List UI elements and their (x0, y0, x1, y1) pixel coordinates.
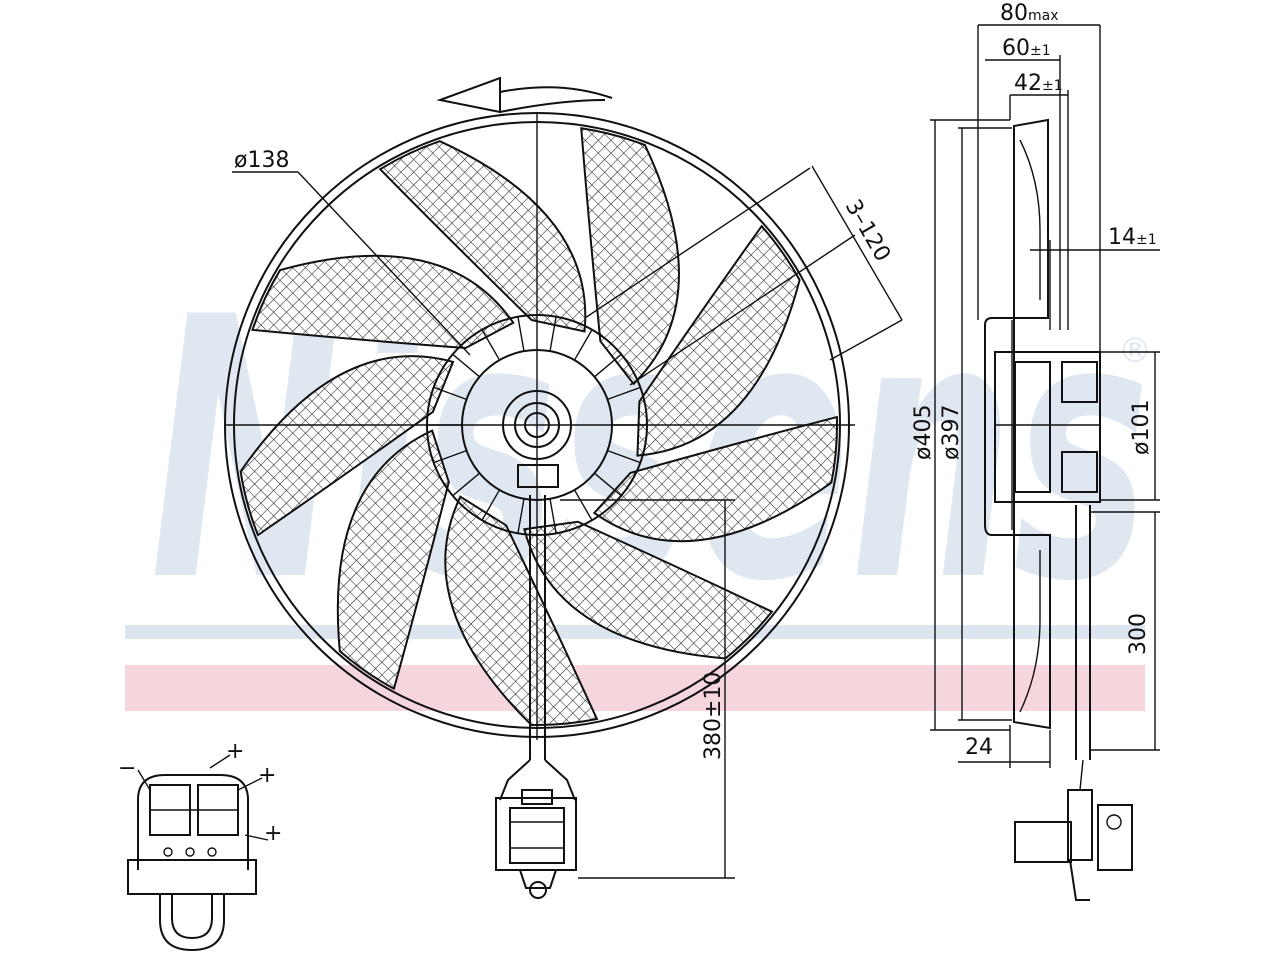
fan-side-view: ø405 ø397 80 max 60 ±1 42 ±1 14 ±1 ø101 … (911, 1, 1160, 901)
watermark-red-stripe (125, 665, 1145, 711)
hub-rib (517, 316, 525, 352)
shroud-profile (984, 118, 1051, 730)
hub-connector-tab (517, 464, 559, 488)
hub-rib (607, 449, 641, 464)
side-cable-length-label: 300 (1126, 613, 1151, 655)
hub-rib (549, 498, 557, 534)
hub-center-mid (514, 402, 560, 448)
hub-rib (481, 329, 501, 361)
blade-diameter-label: ø397 (939, 405, 964, 460)
rotation-arrow-icon (436, 76, 613, 114)
depth-60-value: 60 (1002, 36, 1030, 61)
fan-front-view: ø138 3–120 380±10 (224, 76, 903, 899)
hub-diameter-label: ø138 (234, 148, 289, 173)
depth-42-tol: ±1 (1042, 78, 1063, 94)
hub-diameter-leader-diagonal (297, 171, 471, 356)
hub-rib (607, 386, 641, 401)
watermark-registered-mark: ® (1118, 331, 1152, 371)
hub-rib (549, 316, 557, 352)
fan-blade (580, 127, 680, 386)
hub-rib (481, 489, 501, 521)
hub-rib (433, 386, 467, 401)
side-motor-body (994, 351, 1101, 503)
fan-blade (378, 140, 587, 333)
hub-center-outer (502, 390, 572, 460)
hub-rib (517, 498, 525, 534)
hub-rib (573, 489, 593, 521)
outer-diameter-label: ø405 (911, 405, 936, 460)
hub-center-inner (524, 412, 550, 438)
hub-rib (573, 329, 593, 361)
pin-plus-3-label: + (264, 821, 282, 846)
hub-ribs (427, 316, 647, 534)
hub-rib (433, 449, 467, 464)
fan-blade (239, 355, 455, 537)
fan-blade (636, 224, 801, 457)
front-cable-dimension: 380±10 (560, 499, 735, 879)
depth-42-value: 42 (1014, 71, 1042, 96)
fan-blade (336, 429, 450, 691)
offset-14-tol: ±1 (1136, 232, 1157, 248)
depth-max-suffix: max (1028, 8, 1059, 24)
fan-blade (251, 254, 515, 350)
hub-rib (452, 353, 480, 378)
fan-blades (239, 127, 838, 726)
connector-pin-detail: − + + + (118, 739, 282, 952)
front-cable-length-label: 380±10 (701, 672, 726, 760)
front-plug-connector (495, 789, 577, 899)
depth-60-tol: ±1 (1030, 43, 1051, 59)
fan-blade (523, 520, 774, 660)
offset-14-value: 14 (1108, 225, 1136, 250)
front-cable (499, 495, 576, 801)
pin-minus-label: − (118, 756, 136, 781)
motor-diameter-label: ø101 (1129, 400, 1154, 455)
hub-rib (594, 353, 622, 378)
fan-blade (592, 415, 838, 543)
pin-plus-2-label: + (258, 763, 276, 788)
shroud-depth-label: 24 (965, 735, 993, 760)
side-plug-connector (1014, 789, 1133, 901)
depth-max-value: 80 (1000, 1, 1028, 26)
pin-plus-1-label: + (226, 739, 244, 764)
hub-rib (594, 472, 622, 497)
hub-rib (452, 472, 480, 497)
